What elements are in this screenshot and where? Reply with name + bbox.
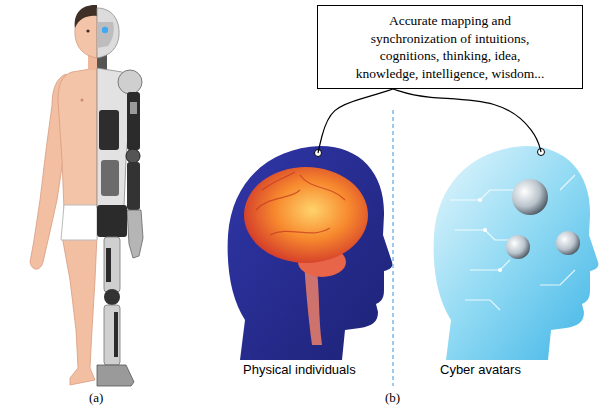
divider-line [392,110,393,386]
physical-head [228,146,393,360]
panel-label: (a) [89,390,103,406]
figure-caption: Physical individuals [243,362,393,378]
figure-caption: Cyber avatars [440,362,600,378]
head-figure: Physical individuals [228,153,393,378]
connector-curve [318,89,393,153]
connector-curve [393,89,541,152]
box-text: Accurate mapping and synchronization of … [355,12,545,82]
text-box: Accurate mapping and synchronization of … [317,5,583,89]
human-half [30,5,97,385]
robot-half [97,8,143,386]
head-figure: Cyber avatars [420,152,600,378]
panel-label: (b) [385,390,400,406]
cyber-head [434,146,599,360]
